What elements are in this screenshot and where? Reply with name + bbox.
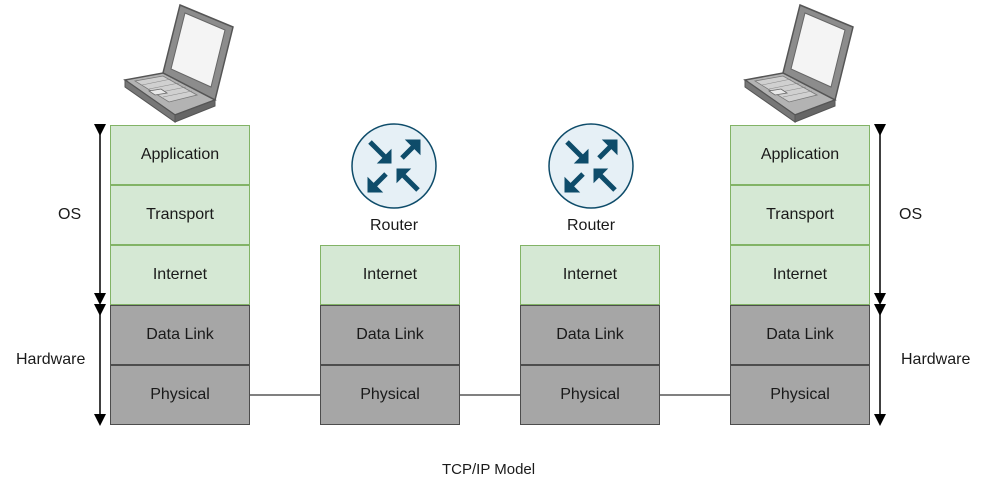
hardware-label: Hardware (16, 351, 86, 368)
os-label: OS (58, 206, 82, 223)
layer-data-link: Data Link (320, 305, 460, 365)
layer-data-link: Data Link (110, 305, 250, 365)
router-icon (548, 123, 634, 209)
laptop-icon (123, 3, 234, 123)
layer-transport: Transport (110, 185, 250, 245)
layer-internet: Internet (520, 245, 660, 305)
layer-physical: Physical (520, 365, 660, 425)
layer-data-link: Data Link (520, 305, 660, 365)
layer-physical: Physical (730, 365, 870, 425)
layer-internet: Internet (110, 245, 250, 305)
layer-internet: Internet (320, 245, 460, 305)
layer-internet: Internet (730, 245, 870, 305)
router-label: Router (370, 217, 419, 234)
router-label: Router (567, 217, 616, 234)
layer-physical: Physical (320, 365, 460, 425)
hardware-label: Hardware (901, 351, 971, 368)
os-label: OS (899, 206, 923, 223)
laptop-icon (743, 3, 854, 123)
layer-application: Application (730, 125, 870, 185)
layer-transport: Transport (730, 185, 870, 245)
layer-data-link: Data Link (730, 305, 870, 365)
layer-physical: Physical (110, 365, 250, 425)
diagram-caption: TCP/IP Model (442, 461, 536, 478)
layer-application: Application (110, 125, 250, 185)
router-icon (351, 123, 437, 209)
